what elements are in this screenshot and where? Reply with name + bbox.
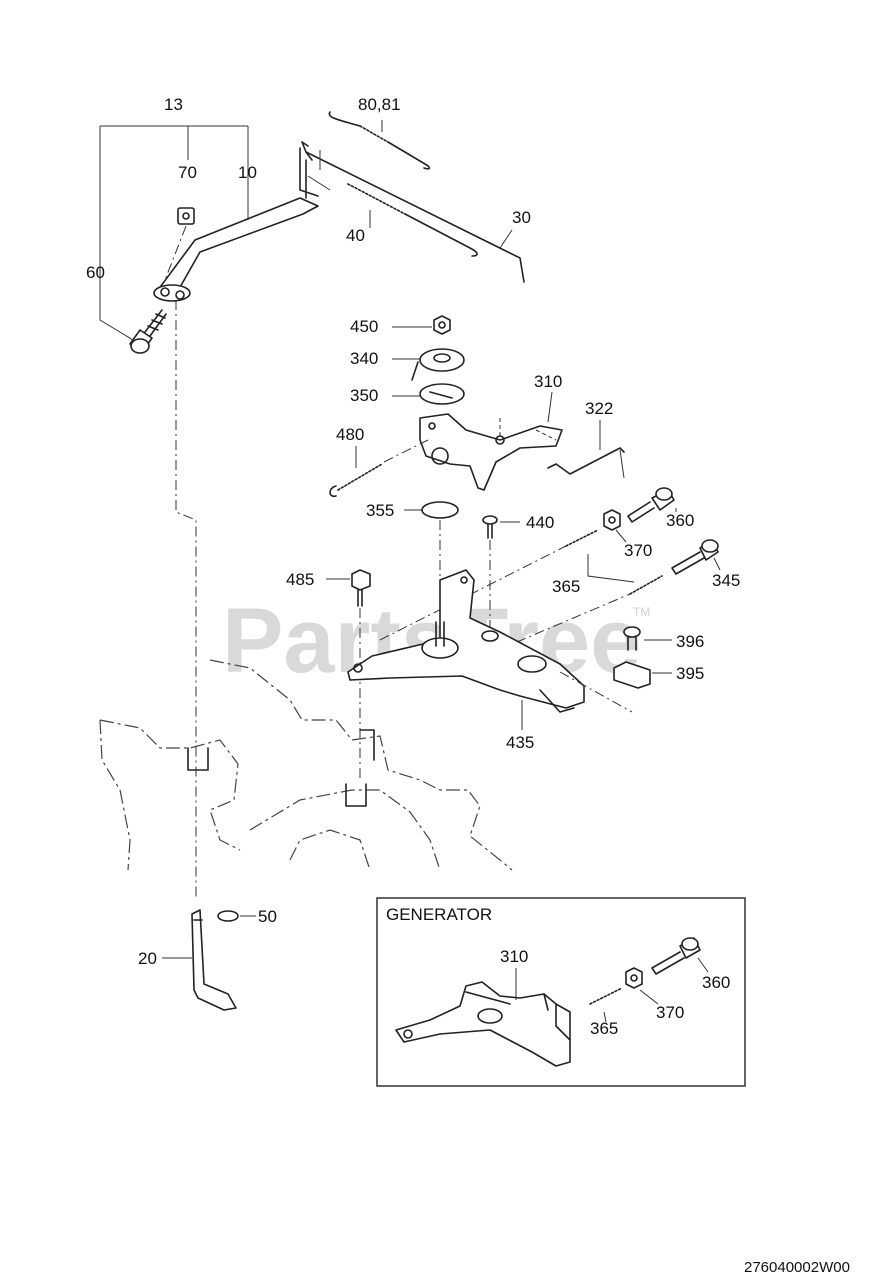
bolt-60 <box>129 309 167 354</box>
callout-345: 345 <box>712 571 740 590</box>
callout-322: 322 <box>585 399 613 418</box>
generator-callout-365: 365 <box>590 1019 618 1038</box>
generator-spring-365 <box>589 987 623 1005</box>
pin-440 <box>482 515 498 630</box>
callout-30: 30 <box>512 208 531 227</box>
spring-40 <box>347 183 478 257</box>
generator-callout-370: 370 <box>656 1003 684 1022</box>
engine-block-outline <box>99 659 513 871</box>
callout-355: 355 <box>366 501 394 520</box>
nut-450 <box>433 315 451 335</box>
callout-70: 70 <box>178 163 197 182</box>
nut-70 <box>164 207 195 281</box>
generator-title: GENERATOR <box>386 905 492 924</box>
callout-435: 435 <box>506 733 534 752</box>
governor-bracket-435 <box>347 569 585 713</box>
diagram-code: 276040002W00 <box>744 1259 850 1276</box>
callout-80-81: 80,81 <box>358 95 401 114</box>
callout-60: 60 <box>86 263 105 282</box>
nut-370 <box>603 509 621 531</box>
bolt-360 <box>627 487 675 523</box>
callout-395: 395 <box>676 664 704 683</box>
callout-365: 365 <box>552 577 580 596</box>
spring-322 <box>547 420 625 479</box>
callout-340: 340 <box>350 349 378 368</box>
callout-396: 396 <box>676 632 704 651</box>
callout-485: 485 <box>286 570 314 589</box>
generator-inset: GENERATOR 310 365 370 360 <box>376 897 746 1087</box>
generator-arm-310 <box>395 981 571 1067</box>
generator-callout-310: 310 <box>500 947 528 966</box>
callout-310: 310 <box>534 372 562 391</box>
spring-80-81 <box>328 111 431 170</box>
callout-480: 480 <box>336 425 364 444</box>
generator-callout-360: 360 <box>702 973 730 992</box>
bolt-345 <box>671 539 719 575</box>
washer-355 <box>421 501 459 519</box>
spring-365-upper <box>565 529 599 547</box>
callout-50: 50 <box>258 907 277 926</box>
callout-360: 360 <box>666 511 694 530</box>
callout-20: 20 <box>138 949 157 968</box>
spring-365-lower <box>629 575 663 595</box>
governor-shaft-20 <box>191 909 237 1011</box>
shaft-axis-line <box>175 300 197 900</box>
callout-10: 10 <box>238 163 257 182</box>
spring-480 <box>329 439 429 498</box>
bolt-485 <box>351 569 371 780</box>
callout-370: 370 <box>624 541 652 560</box>
callout-13: 13 <box>164 95 183 114</box>
generator-nut-370 <box>625 967 643 989</box>
watermark-tm: TM <box>633 605 650 619</box>
plate-350 <box>419 383 465 405</box>
governor-lever-rod <box>153 197 319 302</box>
throttle-rod-30 <box>299 141 525 283</box>
callout-440: 440 <box>526 513 554 532</box>
generator-bolt-360 <box>651 937 701 975</box>
clip-395 <box>559 661 651 713</box>
callout-13-bracket <box>99 125 249 344</box>
callout-450: 450 <box>350 317 378 336</box>
clip-50 <box>217 910 239 922</box>
callout-40: 40 <box>346 226 365 245</box>
bolt-396 <box>623 626 641 651</box>
washer-340 <box>411 348 465 381</box>
callout-350: 350 <box>350 386 378 405</box>
governor-arm-310 <box>419 413 563 491</box>
